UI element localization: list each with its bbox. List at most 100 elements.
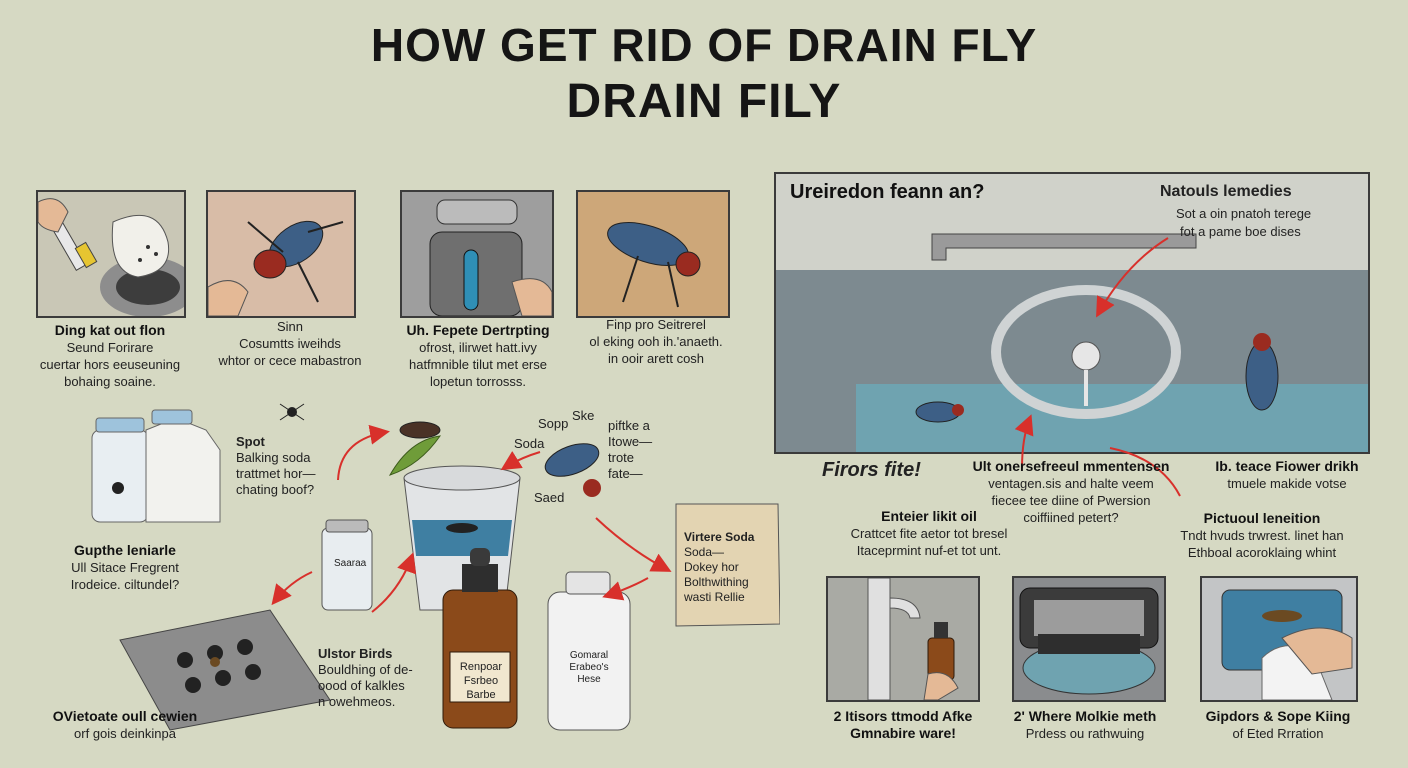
caption-fly-closeup: Sinn Cosumtts iweihds whtor or cece maba… — [190, 318, 390, 369]
drain-dropper-illustration — [38, 198, 184, 316]
caption-line: Cosumtts iweihds — [239, 336, 341, 351]
note-heading: Ult onersefreeul mmentensen — [972, 458, 1170, 474]
firors-fite-label: Firors fite! — [822, 459, 921, 481]
white-bottle-label: Gomaral Erabeo's Hese — [554, 650, 624, 686]
caption-line: Seund Forirare — [66, 340, 154, 355]
bag-line: wasti Rellie — [684, 590, 745, 604]
caption-line: ol eking ooh ih.'anaeth. — [589, 334, 723, 349]
ske-label: Ske — [572, 408, 595, 423]
bottom-caption-3: Gipdors & Sope Kiing of Eted Rrration — [1180, 708, 1376, 742]
caption-line: whtor or cece mabastron — [218, 353, 362, 368]
caption-line: lopetun torrosss. — [429, 374, 527, 389]
piftke-line: fate— — [608, 466, 643, 481]
note-right2: Pictuoul leneition Tndt hvuds trwrest. l… — [1142, 510, 1382, 561]
caption-line: Irodeice. ciltundel? — [70, 577, 180, 592]
note-left2: Enteier likit oil Crattcet fite aetor to… — [824, 508, 1034, 559]
remedies-line-2: fot a pame boe dises — [1180, 224, 1301, 239]
caption-heading: Uh. Fepete Dertrpting — [406, 322, 550, 338]
brown-bottle-label: Renpoar Fsrbeo Barbe — [452, 660, 510, 702]
bottle-label-line: Gomaral — [569, 650, 609, 661]
fly-closeup-illustration — [208, 220, 344, 316]
fly-sample-illustration — [607, 222, 701, 308]
caption-heading: OVietoate oull cewien — [52, 708, 198, 724]
note-line: Tndt hvuds trwrest. linet han — [1180, 528, 1344, 543]
spot-heading: Spot — [236, 434, 265, 449]
hand-cleaning-illustration — [1221, 589, 1353, 700]
ulstor-line: n owehmeos. — [318, 694, 396, 709]
caption-line: in ooir arett cosh — [607, 351, 705, 366]
bottom-caption-1: 2 Itisors ttmodd Afke Gmnabire ware! — [808, 708, 998, 742]
bottom-caption-line: Gmnabire ware! — [850, 725, 956, 741]
note-line: coiffiined petert? — [1023, 510, 1119, 525]
spot-line: trattmet hor— — [236, 466, 316, 481]
note-heading: Ib. teace Fiower drikh — [1215, 458, 1359, 474]
bag-line: Bolthwithing — [684, 575, 749, 589]
bag-label: Virtere Soda Soda— Dokey hor Bolthwithin… — [684, 530, 776, 605]
bottle-label-line: Hese — [577, 674, 601, 685]
caption-line: ofrost, ilirwet hatt.ivy — [419, 340, 537, 355]
piftke-line: Itowe— — [608, 434, 653, 449]
panel-drain-cleaning — [36, 190, 186, 318]
note-line: tmuele makide votse — [1227, 476, 1347, 491]
panel-sink-diagram — [774, 172, 1370, 454]
bottle-label-line: Barbe — [466, 689, 496, 701]
note-line: Crattcet fite aetor tot bresel — [850, 526, 1008, 541]
bottle-label-line: Erabeo's — [569, 662, 609, 673]
bottle-label-line: Renpoar — [459, 661, 503, 673]
note-heading: Pictuoul leneition — [1203, 510, 1321, 526]
soda-label: Soda — [514, 436, 545, 451]
note-line: Ethboal acoroklaing whint — [1187, 545, 1337, 560]
gupthe-caption: Gupthe leniarle Ull Sitace Fregrent Irod… — [40, 542, 210, 593]
caption-trap-device: Uh. Fepete Dertrpting ofrost, ilirwet ha… — [380, 322, 576, 390]
saed-label: Saed — [534, 490, 565, 505]
panel-dropper-pipe — [826, 576, 980, 702]
bottle-label-line: Fsrbeo — [463, 675, 499, 687]
jar-label: Saaraa — [334, 558, 367, 569]
panel-fly-closeup — [206, 190, 356, 318]
note-line: ventagen.sis and halte veem — [988, 476, 1154, 491]
caption-heading: Finp pro Seitrerel — [606, 317, 706, 332]
bottom-caption-line: 2 Itisors ttmodd Afke — [833, 708, 973, 724]
caption-line: Ull Sitace Fregrent — [71, 560, 179, 575]
dropper-pipe-illustration — [867, 578, 959, 700]
remedies-title: Natouls lemedies — [1160, 183, 1292, 200]
bottom-caption-2: 2' Where Molkie meth Prdess ou rathwuing — [990, 708, 1180, 742]
panel-hand-cleaning — [1200, 576, 1358, 702]
caption-heading: Gupthe leniarle — [74, 542, 176, 558]
note-col1: Ult onersefreeul mmentensen ventagen.sis… — [956, 458, 1186, 526]
caption-line: bohaing soaine. — [64, 374, 156, 389]
sopp-label: Sopp — [538, 416, 569, 431]
note-heading: Enteier likit oil — [881, 508, 977, 524]
ulstor-heading: Ulstor Birds — [318, 646, 393, 661]
caption-heading: Ding kat out flon — [54, 322, 166, 338]
spot-line: Balking soda — [236, 450, 311, 465]
bottom-caption-line: 2' Where Molkie meth — [1013, 708, 1157, 724]
bottom-caption-line: Gipdors & Sope Kiing — [1205, 708, 1351, 724]
sink-question: Ureiredon feann an? — [790, 181, 985, 203]
bag-line: Soda— — [684, 545, 725, 559]
bag-line: Dokey hor — [684, 560, 739, 574]
panel-fly-sample — [576, 190, 730, 318]
piftke-label: piftke a Itowe— trote fate— — [608, 418, 678, 482]
bag-title: Virtere Soda — [684, 530, 755, 544]
ovietoate-caption: OVietoate oull cewien orf gois deinkinpa — [20, 708, 230, 742]
spot-line: chating boof? — [236, 482, 315, 497]
panel-trap-machine — [1012, 576, 1166, 702]
caption-line: orf gois deinkinpa — [74, 726, 176, 741]
spot-label: Spot Balking soda trattmet hor— chating … — [236, 434, 346, 498]
bottom-caption-line: of Eted Rrration — [1232, 726, 1324, 741]
bottom-caption-line: Prdess ou rathwuing — [1025, 726, 1145, 741]
piftke-line: trote — [608, 450, 635, 465]
trap-machine-illustration — [1019, 587, 1159, 695]
caption-line: hatfmnible tilut met erse — [408, 357, 547, 372]
notes-arrows — [1014, 414, 1181, 497]
ulstor-line: Bouldhing of de- — [318, 662, 413, 677]
caption-line: cuertar hors eeuseuning — [39, 357, 181, 372]
piftke-line: piftke a — [608, 418, 650, 433]
note-col2: Ib. teace Fiower drikh tmuele makide vot… — [1192, 458, 1382, 492]
caption-drain-cleaning: Ding kat out flon Seund Forirare cuertar… — [20, 322, 200, 390]
note-line: fiecee tee diine of Pwersion — [991, 493, 1151, 508]
note-line: Itaceprmint nuf-et tot unt. — [856, 543, 1002, 558]
remedies-illustration — [91, 403, 780, 731]
page-subtitle: DRAIN FILY — [566, 75, 842, 128]
